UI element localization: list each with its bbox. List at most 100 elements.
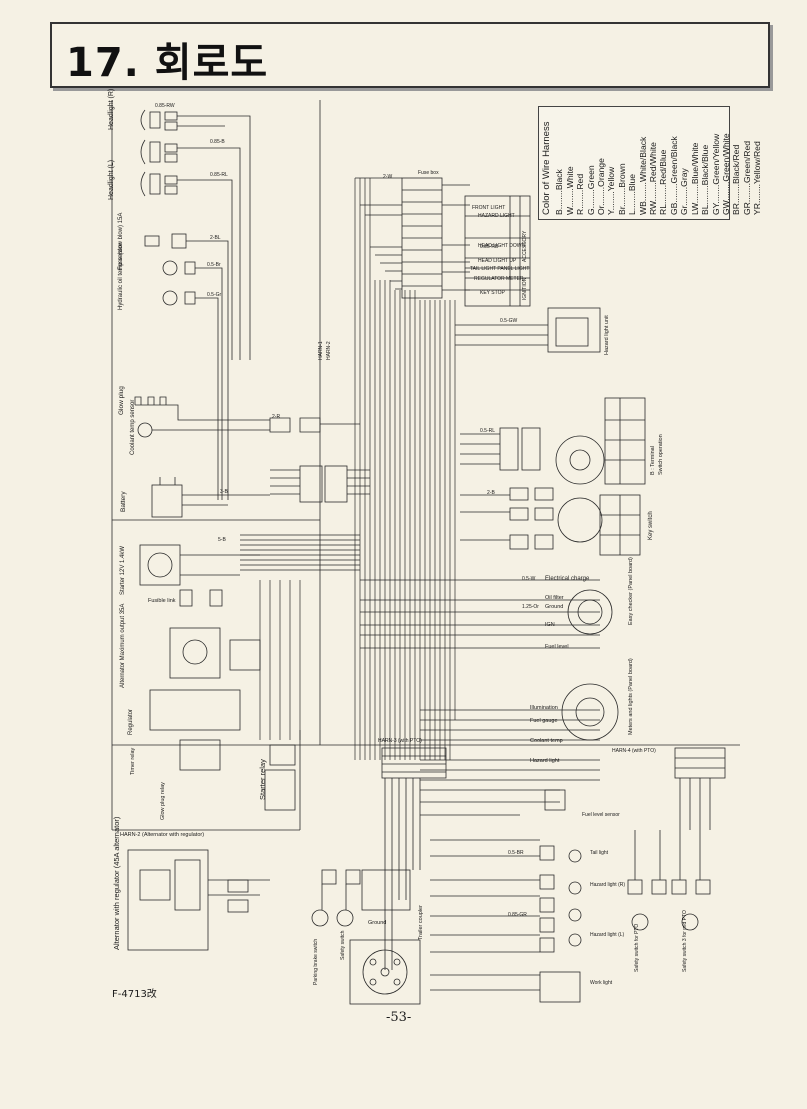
legend-color-name: Green/White (720, 133, 731, 182)
label-hazard-light: Hazard light (530, 758, 560, 764)
title-box: 17. 회로도 (50, 22, 770, 88)
legend-leader: ........ (689, 184, 700, 204)
fuse-row-5: TAIL LIGHT PANEL LIGHT (470, 266, 530, 272)
oil-temp-sensors (162, 260, 223, 500)
fuse-row-6: REGULATOR METER (474, 276, 524, 282)
legend-color-name: Orange (596, 158, 607, 187)
legend-code: Gr (679, 205, 690, 215)
label-tail-light: Tail light (590, 850, 609, 856)
legend-code: GY (710, 203, 721, 215)
label-ground-lower: Ground (368, 920, 387, 926)
label-switch-op: Switch operation (658, 434, 664, 475)
headlight-l-group (140, 139, 241, 360)
legend-code: GB (668, 202, 679, 215)
label-work-light: Work light (590, 980, 613, 986)
mid-connectors (270, 465, 370, 503)
legend-row: GY........Green/Yellow (711, 111, 721, 215)
legend-leader: ........ (606, 191, 617, 211)
harn4-connector (674, 747, 726, 830)
legend-color-name: Blue/White (689, 142, 700, 185)
legend-row: Br........Brown (617, 111, 627, 215)
label-key-switch: Key switch (648, 511, 654, 540)
easy-checker-gauge (561, 589, 619, 741)
label-fusible-link: Fusible link (148, 598, 176, 604)
legend-color-name: Yellow (606, 166, 617, 192)
label-hazard-r: Hazard light (R) (590, 882, 626, 888)
legend-code: Y (606, 210, 617, 215)
headlight-r-group (140, 109, 251, 360)
legend-row: BR........Black/Red (731, 111, 741, 215)
label-starter: Starter 12V 1.4kW (120, 545, 126, 595)
harn3-connector (381, 747, 566, 970)
wire-code-1: 0.85-B (210, 139, 225, 145)
legend-color-name: Gray (679, 168, 690, 187)
label-harn1: HARN-1 (318, 341, 324, 360)
label-regulator: Regulator (128, 708, 134, 735)
legend-color-name: White/Black (637, 136, 648, 183)
label-fuse-box: Fuse box (418, 170, 439, 176)
legend-leader: ........ (752, 183, 763, 204)
legend-leader: ........ (616, 187, 627, 207)
legend-code: GW (720, 200, 731, 215)
legend-row: RL........Red/Blue (658, 111, 668, 215)
legend-color-name: Green/Black (668, 136, 679, 184)
fuse-row-3: HEAD LIGHT DOWN (478, 243, 526, 249)
label-parking-switch: Parking brake switch (313, 938, 319, 985)
legend-leader: ........ (637, 182, 648, 202)
label-coolant-sensor: Coolant temp sensor (130, 399, 136, 455)
legend-color-name: Yellow/Red (752, 141, 763, 184)
battery-group (151, 477, 270, 518)
page-title: 17. 회로도 (66, 40, 269, 86)
legend-code: W (564, 207, 575, 215)
glow-plug-group (134, 396, 360, 438)
legend-code: YR (752, 203, 763, 215)
page-number: -53- (386, 1010, 412, 1025)
wire-code-10: 0.5-GW (500, 318, 518, 324)
legend-leader: ........ (658, 184, 669, 204)
legend-row: B........Black (554, 111, 564, 215)
legend-leader: ........ (554, 190, 565, 210)
lower-lights (430, 839, 582, 1003)
label-glow-relay: Glow plug relay (160, 782, 166, 820)
legend-code: RW (648, 201, 659, 215)
legend-leader: ........ (668, 183, 679, 203)
fuse-row-4: HEAD LIGHT UP (478, 258, 517, 264)
legend-code: BR (731, 203, 742, 215)
wire-code-6: 2-R (272, 414, 281, 420)
wire-code-12: 0.85-RB (480, 244, 499, 250)
label-switch-b: B : Terminal (650, 446, 656, 475)
legend-color-name: Green/Red (741, 140, 752, 183)
label-fuel-sensor: Fuel level sensor (582, 812, 620, 818)
label-headlight-r: Headlight (R) (108, 88, 115, 130)
legend-row: Or........Orange (596, 111, 606, 215)
label-safety-switch: Safety switch (340, 930, 346, 960)
legend-leader: ........ (648, 182, 659, 202)
legend-color-name: Brown (616, 163, 627, 188)
legend-row: BL........Black/Blue (700, 111, 710, 215)
main-harness-bundle (240, 178, 600, 781)
legend-row: L........Blue (627, 111, 637, 215)
wire-code-0: 0.85-RW (155, 103, 175, 109)
parking-safety-switches (311, 869, 361, 927)
trailer-coupler (349, 869, 421, 1005)
legend-code: RL (658, 204, 669, 215)
legend-row: Y........Yellow (606, 111, 616, 215)
legend-row: GR........Green/Red (742, 111, 752, 215)
legend-code: B (554, 209, 565, 215)
wire-code-5: 0.5-Gr (207, 292, 222, 298)
label-headlight-l: Headlight (L) (108, 159, 115, 200)
label-ground: Ground (545, 604, 564, 610)
legend-row: Gr........Gray (679, 111, 689, 215)
wire-code-11: 2-W (383, 174, 393, 180)
label-alternator: Alternator Maximum output 35A (120, 603, 126, 688)
legend-row: GB........Green/Black (669, 111, 679, 215)
label-timer-relay: Timer relay (130, 747, 136, 775)
wire-code-3: 0.5-Br (207, 262, 221, 268)
label-hazard-l: Hazard light (L) (590, 932, 625, 938)
wire-code-16: 0.5-BR (508, 850, 524, 856)
label-electrical-charge: Electrical charge (545, 576, 590, 582)
legend-color-name: Green (585, 165, 596, 190)
legend-color-name: Black/Red (731, 144, 742, 184)
